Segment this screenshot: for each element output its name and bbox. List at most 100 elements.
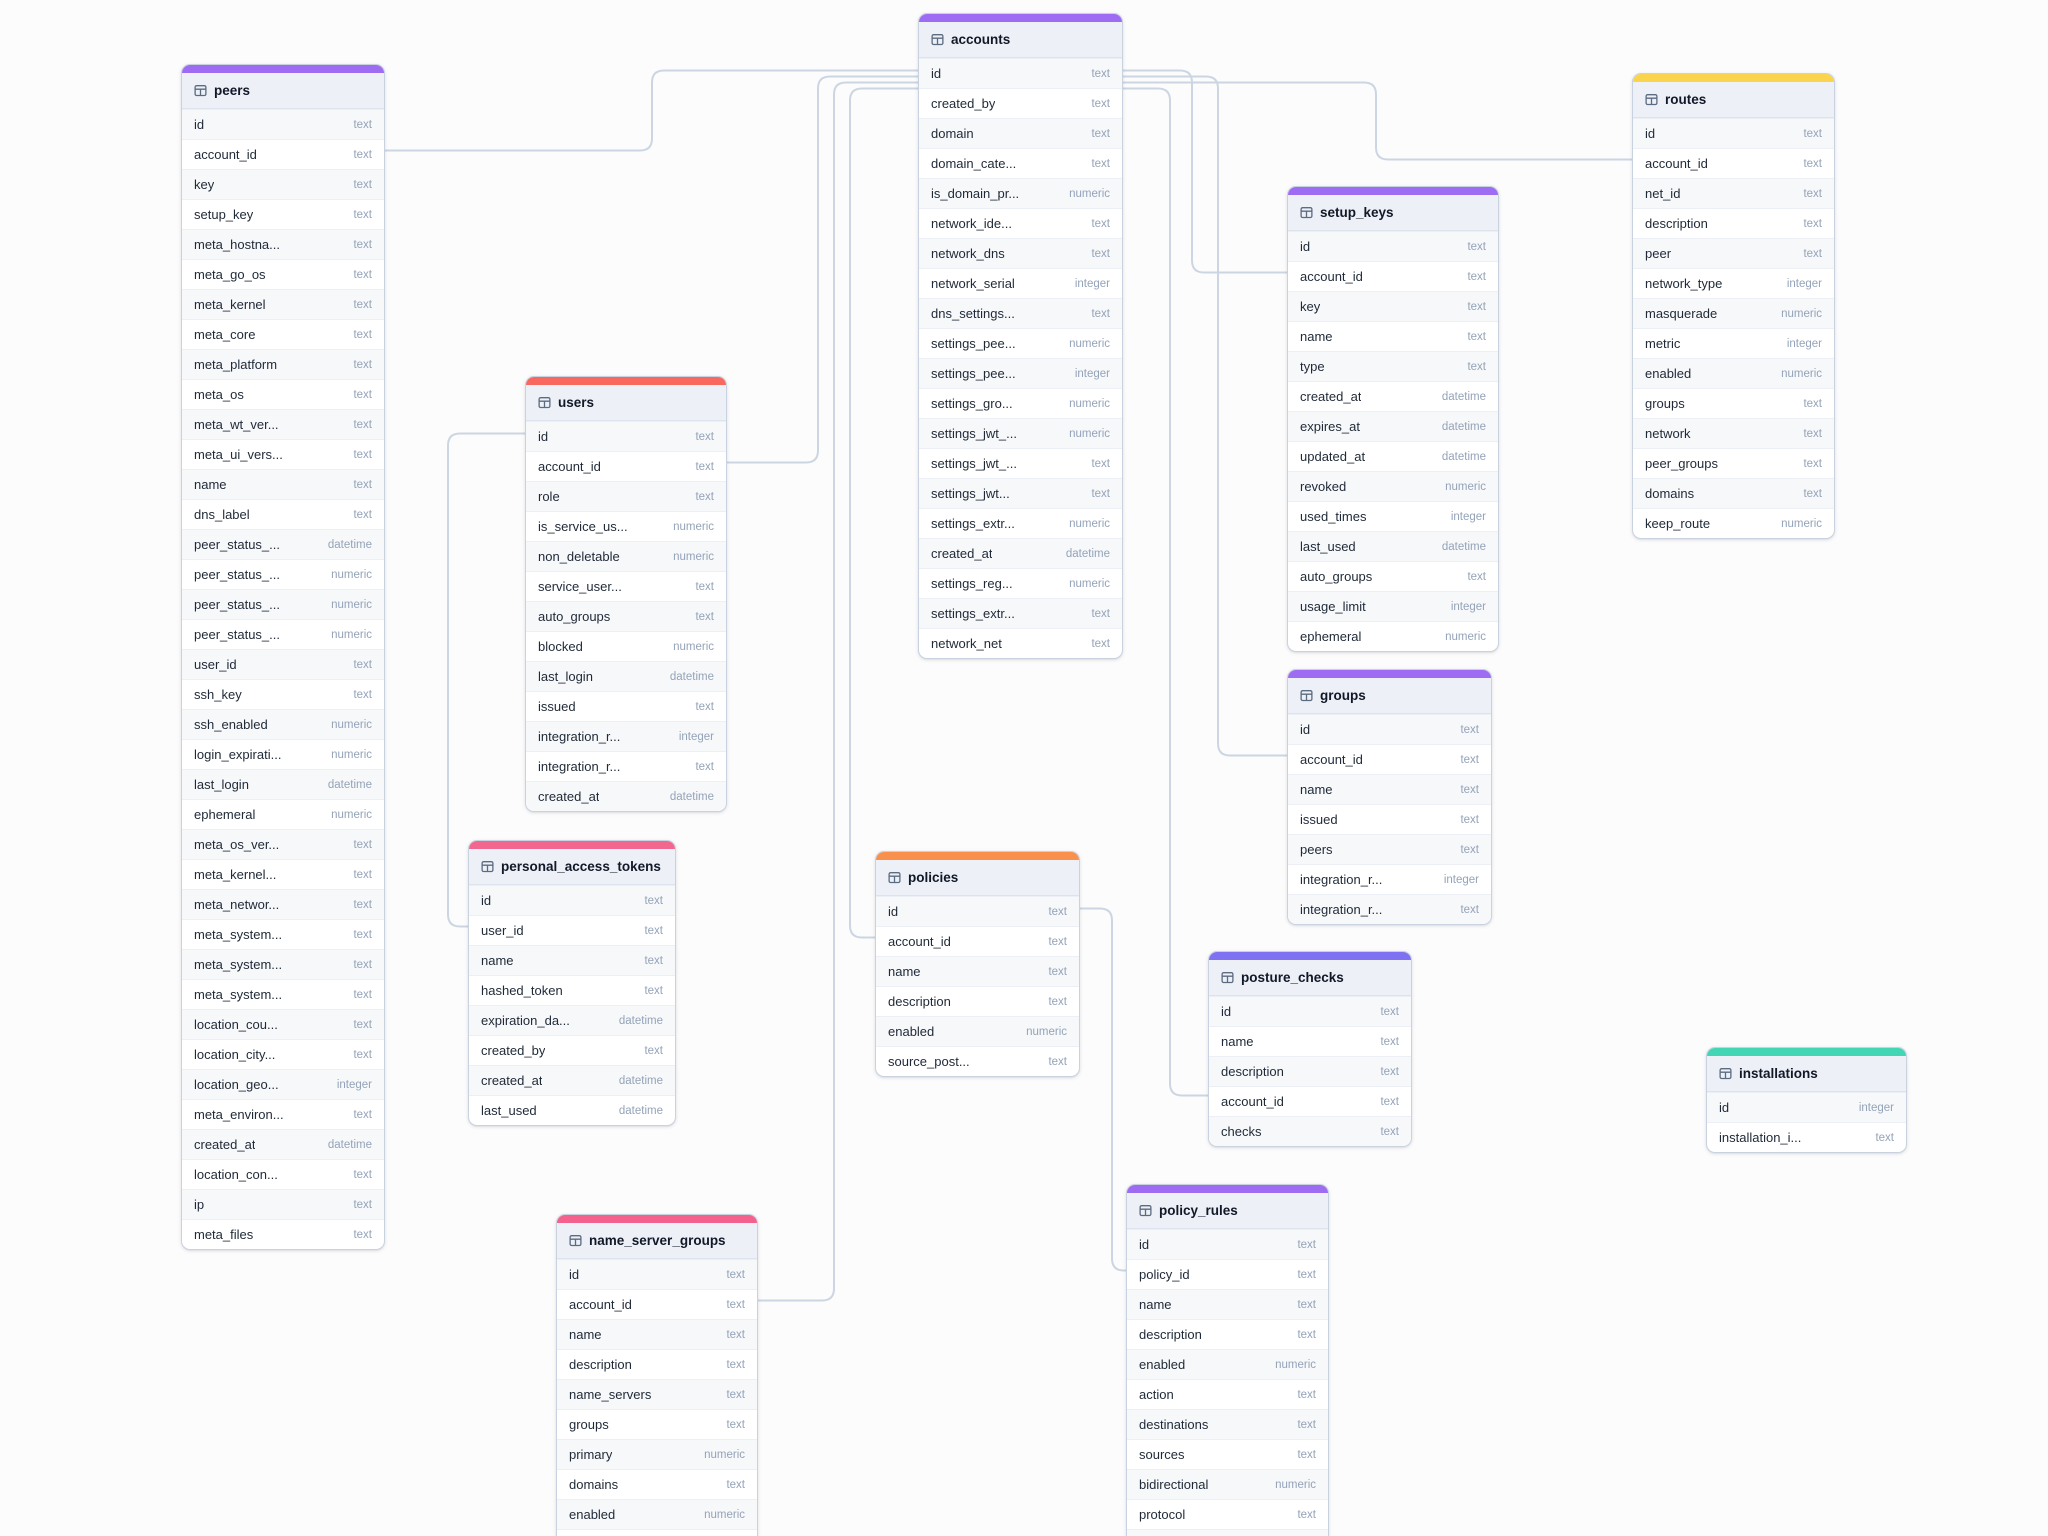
field-name: primary	[569, 1447, 613, 1462]
relationship-connector-name_server_groups-accounts	[756, 81, 918, 1302]
field-type: text	[1803, 247, 1822, 260]
table-icon	[1719, 1067, 1732, 1080]
field-name: id	[569, 1267, 580, 1282]
field-type: text	[644, 924, 663, 937]
field-name: name	[888, 964, 921, 979]
table-header[interactable]: groups	[1288, 678, 1491, 714]
field-type: integer	[1786, 277, 1822, 290]
field-name: meta_kernel...	[194, 867, 277, 882]
field-name: id	[481, 893, 492, 908]
table-header[interactable]: accounts	[919, 22, 1122, 58]
field-name: created_at	[481, 1073, 543, 1088]
field-type: text	[353, 178, 372, 191]
field-name: created_at	[931, 546, 993, 561]
field-type: numeric	[1445, 480, 1486, 493]
field-type: integer	[678, 730, 714, 743]
table-accent-strip	[469, 841, 675, 849]
table-icon	[569, 1234, 582, 1247]
field-name: hashed_token	[481, 983, 563, 998]
field-type: text	[353, 208, 372, 221]
table-accent-strip	[876, 852, 1079, 860]
field-name: source_post...	[888, 1054, 970, 1069]
table-header[interactable]: posture_checks	[1209, 960, 1411, 996]
field-type: text	[1460, 813, 1479, 826]
field-name: name	[1139, 1297, 1172, 1312]
table-title: policy_rules	[1159, 1203, 1238, 1218]
field-name: account_id	[1300, 269, 1363, 284]
field-name: enabled	[569, 1507, 616, 1522]
field-row: peer_status_...numeric	[182, 619, 384, 649]
field-name: account_id	[1300, 752, 1363, 767]
field-type: text	[726, 1388, 745, 1401]
field-type: text	[353, 658, 372, 671]
field-name: is_service_us...	[538, 519, 628, 534]
table-header[interactable]: policy_rules	[1127, 1193, 1328, 1229]
field-type: numeric	[1069, 187, 1110, 200]
field-row: is_domain_pr... numeric	[919, 178, 1122, 208]
field-name: name	[194, 477, 227, 492]
table-header[interactable]: personal_access_tokens	[469, 849, 675, 885]
table-header[interactable]: routes	[1633, 82, 1834, 118]
field-type: datetime	[1441, 540, 1486, 553]
field-name: destinations	[1139, 1417, 1209, 1432]
table-header[interactable]: policies	[876, 860, 1079, 896]
field-row: settings_pee...numeric	[919, 328, 1122, 358]
field-type: text	[726, 1478, 745, 1491]
field-name: meta_ui_vers...	[194, 447, 283, 462]
field-name: id	[888, 904, 899, 919]
table-header[interactable]: setup_keys	[1288, 195, 1498, 231]
field-type: numeric	[1069, 577, 1110, 590]
table-title: name_server_groups	[589, 1233, 726, 1248]
table-title: installations	[1739, 1066, 1818, 1081]
field-name: revoked	[1300, 479, 1347, 494]
table-header[interactable]: users	[526, 385, 726, 421]
table-header[interactable]: name_server_groups	[557, 1223, 757, 1259]
field-type: text	[644, 954, 663, 967]
field-name: setup_key	[194, 207, 254, 222]
field-row: expiration_da...datetime	[469, 1005, 675, 1035]
table-title: setup_keys	[1320, 205, 1394, 220]
table-header[interactable]: installations	[1707, 1056, 1906, 1092]
field-name: description	[569, 1357, 632, 1372]
field-name: settings_extr...	[931, 516, 1015, 531]
field-type: text	[353, 418, 372, 431]
field-row: login_expirati...numeric	[182, 739, 384, 769]
table-header[interactable]: peers	[182, 73, 384, 109]
field-name: meta_core	[194, 327, 256, 342]
field-row: network_ide...text	[919, 208, 1122, 238]
field-name: is_domain_pr...	[931, 186, 1020, 201]
field-type: text	[1803, 157, 1822, 170]
